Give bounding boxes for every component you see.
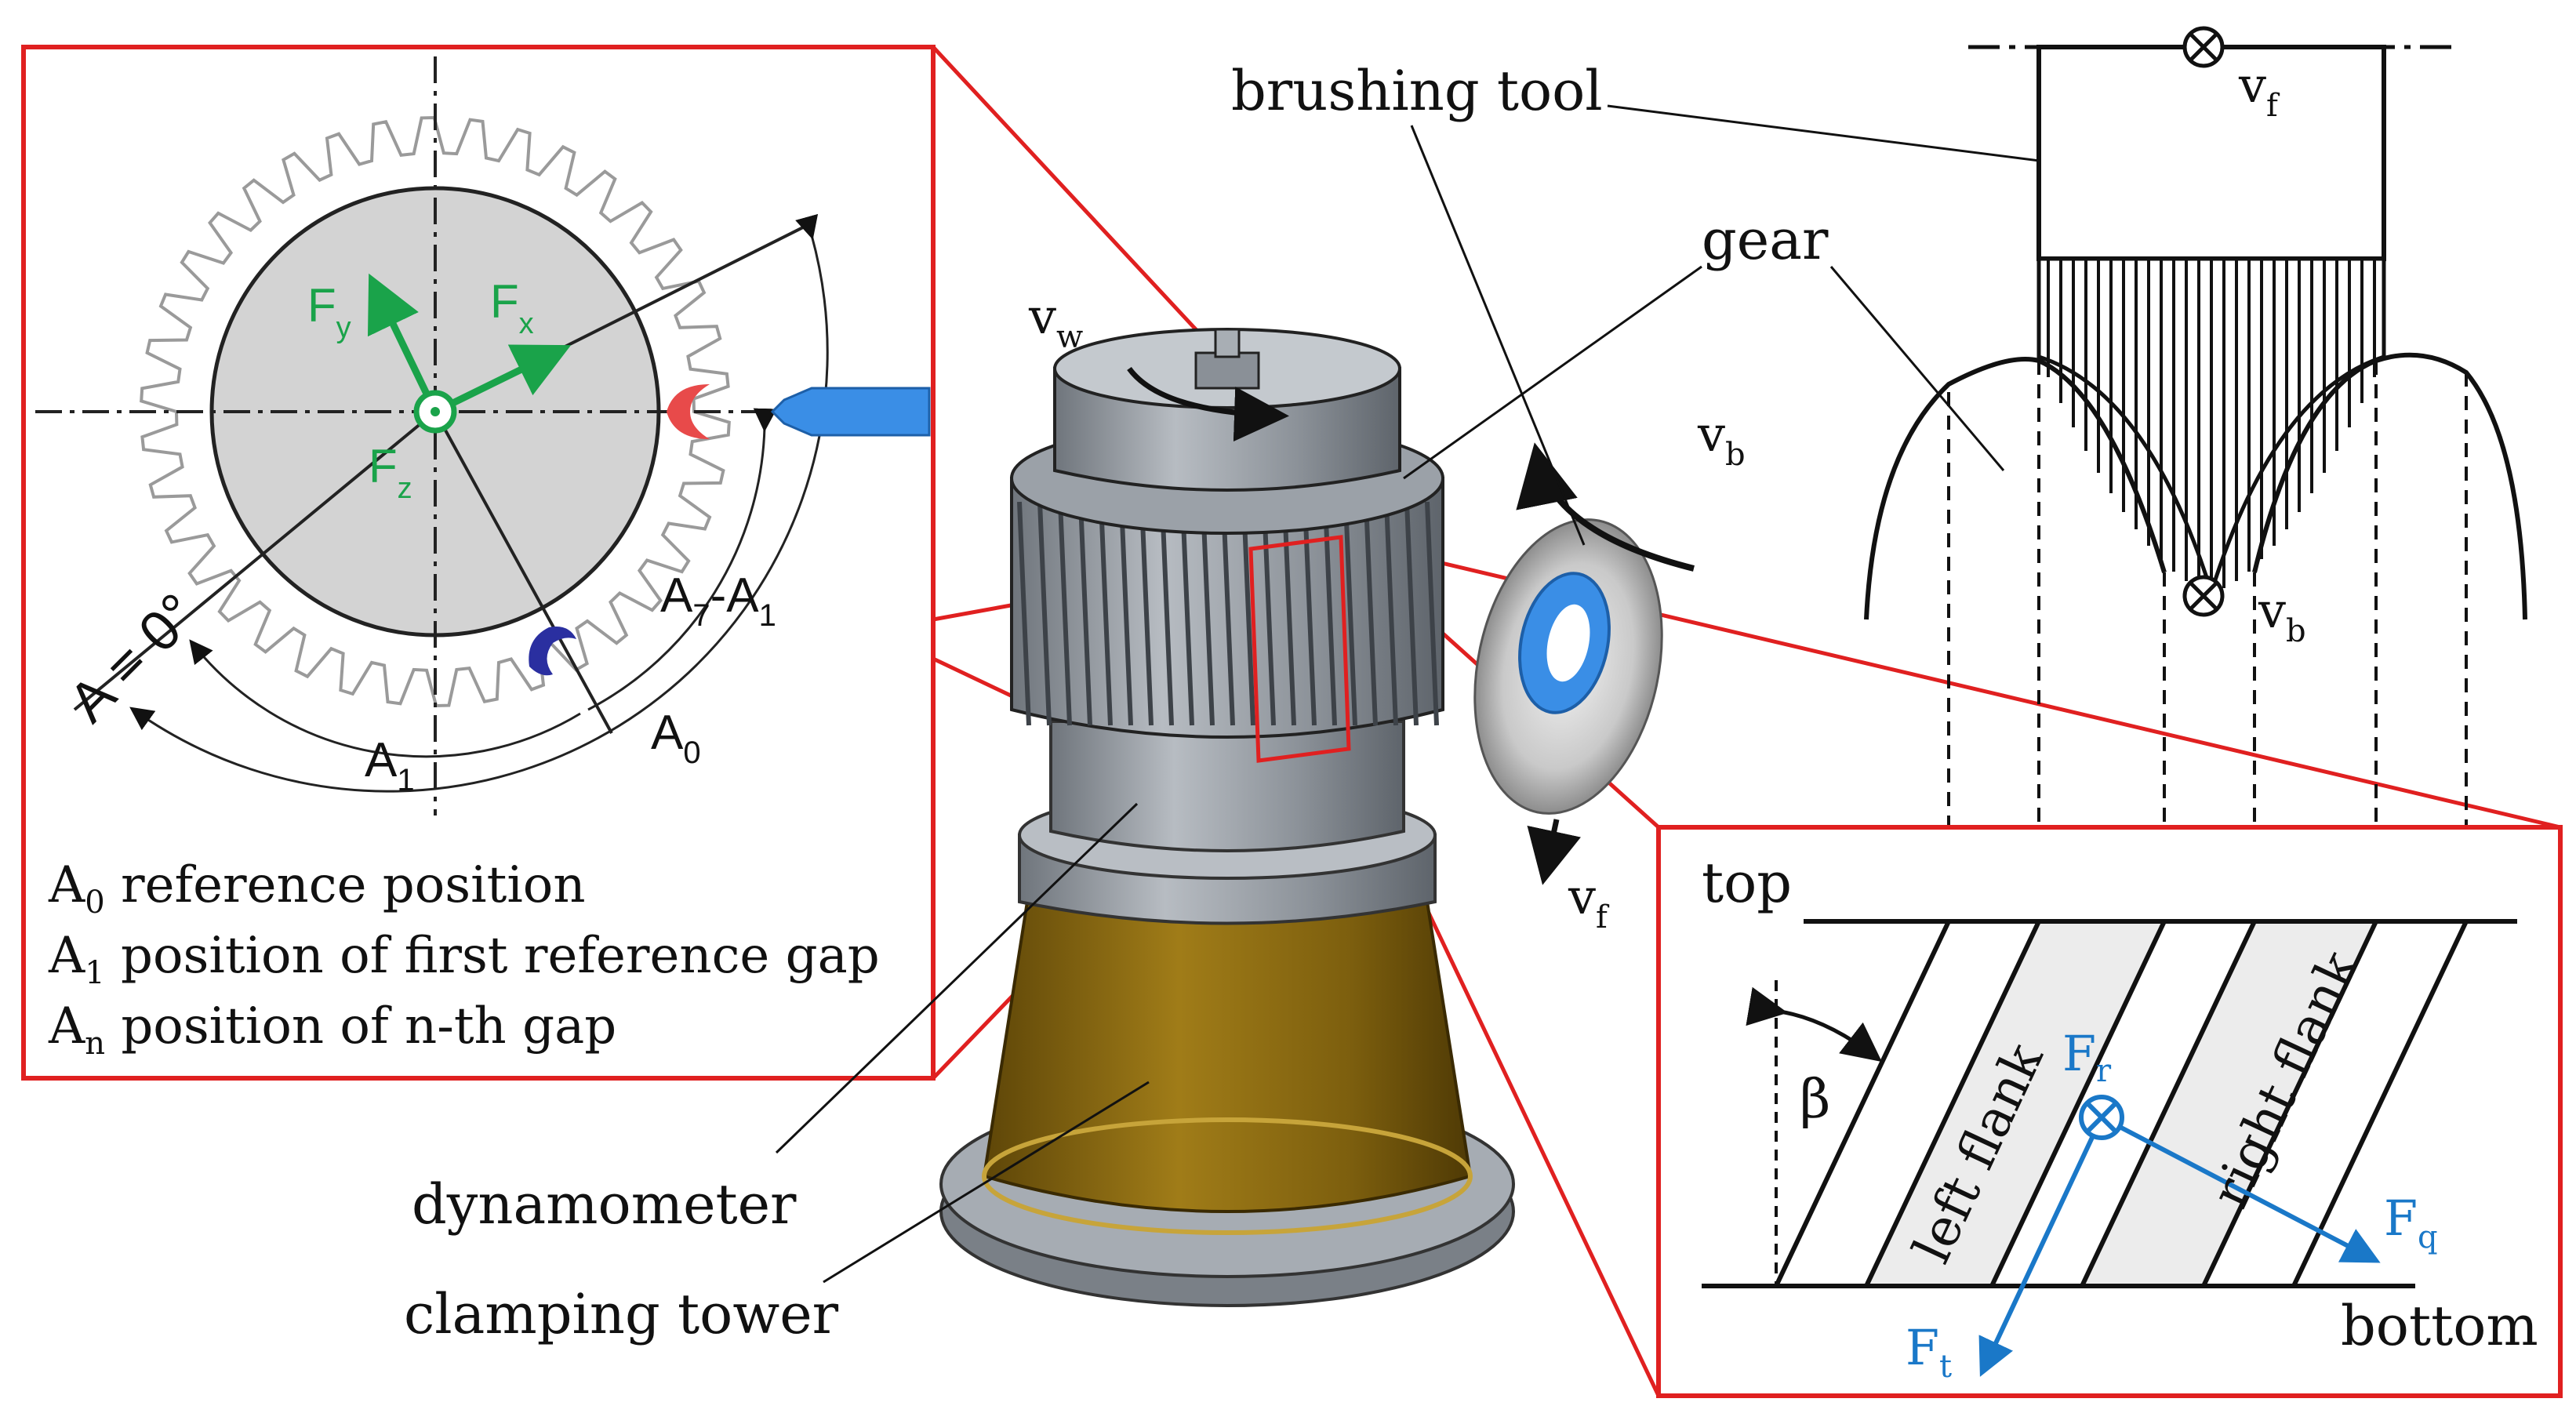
leader-clamping-tower xyxy=(823,1081,1150,1284)
leader-gear-1 xyxy=(1403,265,1702,480)
force-fx-arrow xyxy=(434,344,572,416)
label-ft: Ft xyxy=(1906,1319,1952,1385)
arc-middle xyxy=(587,408,777,711)
label-vb-disc: vb xyxy=(1697,405,1746,473)
zoom-region xyxy=(1248,535,1351,763)
brush-bore xyxy=(1546,604,1590,682)
label-a0: A0 xyxy=(651,706,701,770)
label-beta: β xyxy=(1800,1069,1830,1131)
label-a1: A1 xyxy=(365,733,415,797)
beta-arc xyxy=(1746,986,1882,1063)
left-flank-band xyxy=(1866,921,2164,1286)
force-fr-cross xyxy=(2085,1101,2118,1134)
label-bottom: bottom xyxy=(2341,1294,2538,1358)
sensor-probe xyxy=(770,387,931,437)
leader-dynamometer xyxy=(775,802,1139,1154)
test-rig xyxy=(939,328,1515,1307)
brushing-tool-disc xyxy=(1473,442,1695,885)
label-vb-schematic: vb xyxy=(2258,582,2306,649)
gear-tooth-stripes xyxy=(1017,501,1439,726)
label-dynamometer: dynamometer xyxy=(412,1172,797,1237)
label-fq: Fq xyxy=(2384,1190,2438,1255)
rotation-arrow-vb xyxy=(1516,442,1695,572)
label-brushing-tool: brushing tool xyxy=(1231,59,1603,123)
leader-gear-2 xyxy=(1829,266,2005,471)
clamping-tower-body xyxy=(982,900,1473,1213)
brush-holder xyxy=(2036,45,2386,261)
label-clamping-tower: clamping tower xyxy=(404,1282,839,1346)
label-vf-schematic: vf xyxy=(2238,56,2280,124)
label-vw: vw xyxy=(1028,288,1083,355)
force-fy-arrow xyxy=(367,273,439,413)
label-vf-disc: vf xyxy=(1568,868,1610,935)
force-fq-arrow xyxy=(2100,1115,2381,1263)
legend-item-a1: A1 position of first reference gap xyxy=(48,927,880,991)
flank-box: top bottom β left flank right flank Fr F… xyxy=(1656,825,2563,1398)
inset-box: Fy Fx Fz A = 0° A7-A1 A1 A0 A0 reference… xyxy=(21,45,936,1081)
brush-gear-schematic: vf vb xyxy=(1864,26,2527,921)
feed-arrow-vf xyxy=(1527,819,1581,885)
tooth-profile xyxy=(1864,352,2527,620)
label-fy: Fy xyxy=(307,279,351,344)
force-ft-arrow xyxy=(1978,1116,2104,1377)
label-top: top xyxy=(1702,851,1792,915)
nut xyxy=(1194,351,1260,390)
leader-brushing-tool-2 xyxy=(1607,104,2071,166)
reference-gap-marker xyxy=(667,384,710,439)
label-fz: Fz xyxy=(369,440,412,505)
bristles xyxy=(2047,259,2376,592)
label-a7-a1: A7-A1 xyxy=(660,569,776,633)
vf-cross xyxy=(2189,32,2218,62)
label-fx: Fx xyxy=(490,275,534,340)
bolt xyxy=(1214,328,1241,358)
label-gear: gear xyxy=(1702,208,1829,272)
leader-brushing-tool-1 xyxy=(1410,125,1586,546)
dynamometer-body xyxy=(1049,720,1405,852)
label-fr: Fr xyxy=(2062,1025,2112,1089)
flank-lines xyxy=(1774,920,2469,1288)
rotation-arrow-vw xyxy=(1127,366,1289,442)
force-fz-dot xyxy=(431,407,440,416)
legend-item-a0: A0 reference position xyxy=(48,856,586,921)
nth-gap-marker xyxy=(529,627,576,676)
legend-item-an: An position of n-th gap xyxy=(48,997,616,1062)
tower-base-ring xyxy=(982,1117,1473,1235)
vb-cross xyxy=(2189,581,2218,611)
arc-inner xyxy=(189,639,581,758)
right-flank-band xyxy=(2082,921,2376,1286)
